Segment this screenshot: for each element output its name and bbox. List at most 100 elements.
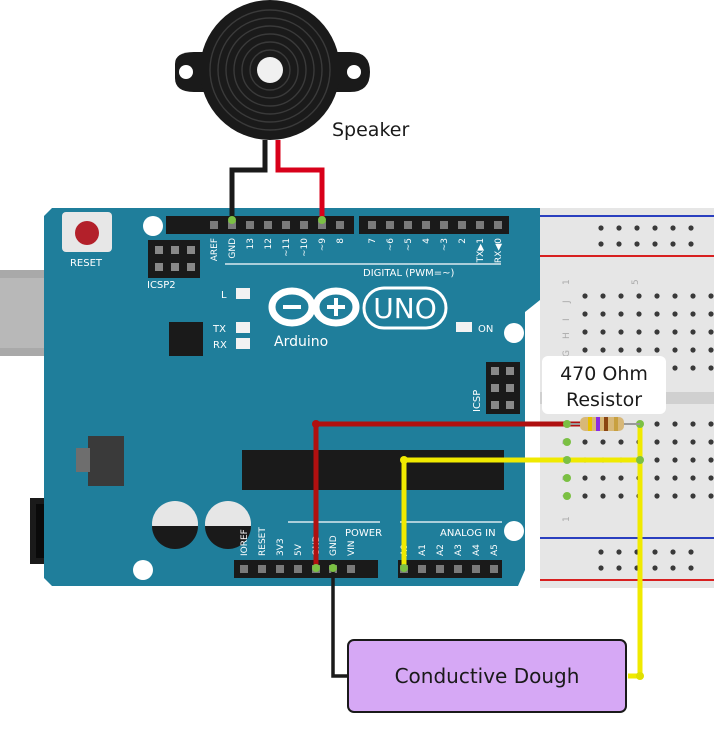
wire-gnd-dough bbox=[331, 568, 348, 678]
resistor-label-bg bbox=[542, 356, 666, 414]
resistor: 470 Ohm Resistor bbox=[542, 356, 666, 431]
power-header bbox=[234, 560, 378, 578]
mounting-hole-right-upper bbox=[504, 323, 524, 343]
power-pin-label-3: 5V bbox=[294, 543, 304, 556]
digital-pin-label-10: ~5 bbox=[404, 238, 414, 251]
power-pin-3 bbox=[294, 565, 302, 573]
col-label-1-top: 1 bbox=[562, 279, 572, 285]
board-model-label: UNO bbox=[373, 292, 436, 325]
mounting-hole-top-left bbox=[143, 216, 163, 236]
digital-header-left bbox=[166, 216, 354, 234]
speaker: Speaker bbox=[175, 0, 409, 141]
digital-pin-label-9: ~6 bbox=[386, 238, 396, 252]
breadboard-holes bbox=[582, 225, 714, 571]
arduino-logo: UNO Arduino bbox=[268, 286, 448, 350]
digital-pin-label-1: GND bbox=[228, 238, 238, 259]
power-pin-2 bbox=[276, 565, 284, 573]
digital-pin-13 bbox=[458, 221, 466, 229]
digital-pin-2 bbox=[246, 221, 254, 229]
wire-speaker-gnd bbox=[229, 140, 268, 220]
power-pin-0 bbox=[240, 565, 248, 573]
digital-header-right bbox=[359, 216, 509, 234]
digital-pin-12 bbox=[440, 221, 448, 229]
digital-pin-7 bbox=[336, 221, 344, 229]
speaker-center bbox=[257, 57, 283, 83]
digital-pin-10 bbox=[404, 221, 412, 229]
analog-pin-label-1: A1 bbox=[418, 544, 428, 556]
uno-badge bbox=[362, 286, 448, 330]
analog-pin-1 bbox=[418, 565, 426, 573]
icsp2-pins bbox=[155, 246, 195, 271]
resistor-label-name: Resistor bbox=[566, 389, 642, 411]
analog-header-label: ANALOG IN bbox=[440, 528, 496, 539]
analog-pin-5 bbox=[490, 565, 498, 573]
digital-pin-label-7: 8 bbox=[336, 238, 346, 244]
analog-pin-4 bbox=[472, 565, 480, 573]
analog-pin-label-2: A2 bbox=[436, 544, 446, 556]
digital-pin-label-11: 4 bbox=[422, 238, 432, 244]
digital-pin-8 bbox=[368, 221, 376, 229]
digital-header-pins bbox=[210, 221, 502, 229]
led-tx-label: TX bbox=[212, 324, 226, 335]
power-pin-label-2: 3V3 bbox=[276, 538, 286, 556]
board-brand-label: Arduino bbox=[274, 334, 328, 350]
speaker-label: Speaker bbox=[332, 119, 409, 141]
analog-pin-label-3: A3 bbox=[454, 544, 464, 556]
analog-pin-label-5: A5 bbox=[490, 544, 500, 556]
digital-pin-label-12: ~3 bbox=[440, 238, 450, 251]
led-l bbox=[236, 288, 250, 299]
analog-header bbox=[398, 560, 502, 578]
digital-pin-0 bbox=[210, 221, 218, 229]
atmega-chip bbox=[242, 450, 504, 490]
analog-pin-2 bbox=[436, 565, 444, 573]
reset-button-cap[interactable] bbox=[75, 221, 99, 245]
digital-pin-4 bbox=[282, 221, 290, 229]
col-label-5-top: 5 bbox=[631, 279, 641, 285]
board-pcb bbox=[44, 208, 540, 586]
dough-box bbox=[347, 639, 627, 713]
reset-label: RESET bbox=[70, 258, 103, 269]
icsp-label: ICSP bbox=[472, 390, 483, 412]
row-label-g: G bbox=[562, 350, 572, 357]
digital-pin-label-8: 7 bbox=[368, 238, 378, 244]
digital-pin-6 bbox=[318, 221, 326, 229]
digital-pin-label-3: 12 bbox=[264, 238, 274, 249]
power-pin-label-5: GND bbox=[329, 535, 339, 556]
digital-pin-1 bbox=[228, 221, 236, 229]
digital-pin-14 bbox=[476, 221, 484, 229]
digital-pin-label-14: TX▶1 bbox=[476, 238, 486, 263]
speaker-mount-hole-right bbox=[347, 65, 361, 79]
power-pin-6 bbox=[347, 565, 355, 573]
resistor-label-value: 470 Ohm bbox=[560, 363, 648, 385]
wire-speaker-pin9 bbox=[275, 140, 325, 220]
mounting-hole-right-lower bbox=[504, 521, 524, 541]
dough-label: Conductive Dough bbox=[395, 664, 580, 688]
row-label-h: H bbox=[562, 332, 572, 339]
analog-pin-3 bbox=[454, 565, 462, 573]
digital-pin-label-13: 2 bbox=[458, 238, 468, 244]
led-on bbox=[456, 322, 472, 332]
col-label-1-bottom: 1 bbox=[562, 516, 572, 522]
digital-pin-5 bbox=[300, 221, 308, 229]
digital-pin-label-0: AREF bbox=[210, 238, 220, 261]
led-on-label: ON bbox=[478, 324, 493, 335]
usb-chip bbox=[169, 322, 203, 356]
row-label-i: I bbox=[562, 318, 572, 321]
power-pin-label-1: RESET bbox=[258, 527, 268, 556]
power-pin-label-0: IOREF bbox=[240, 529, 250, 556]
digital-pin-label-2: 13 bbox=[246, 238, 256, 249]
digital-pin-label-4: ~11 bbox=[282, 238, 292, 257]
led-l-label: L bbox=[221, 290, 227, 301]
led-rx-label: RX bbox=[213, 340, 227, 351]
speaker-mount-hole-left bbox=[179, 65, 193, 79]
power-pin-label-6: VIN bbox=[347, 540, 357, 556]
led-rx bbox=[236, 338, 250, 349]
digital-header-label: DIGITAL (PWM=~) bbox=[363, 268, 454, 279]
digital-pin-15 bbox=[494, 221, 502, 229]
row-label-j: J bbox=[562, 300, 572, 304]
voltage-regulator-tab bbox=[76, 448, 90, 472]
digital-pin-9 bbox=[386, 221, 394, 229]
